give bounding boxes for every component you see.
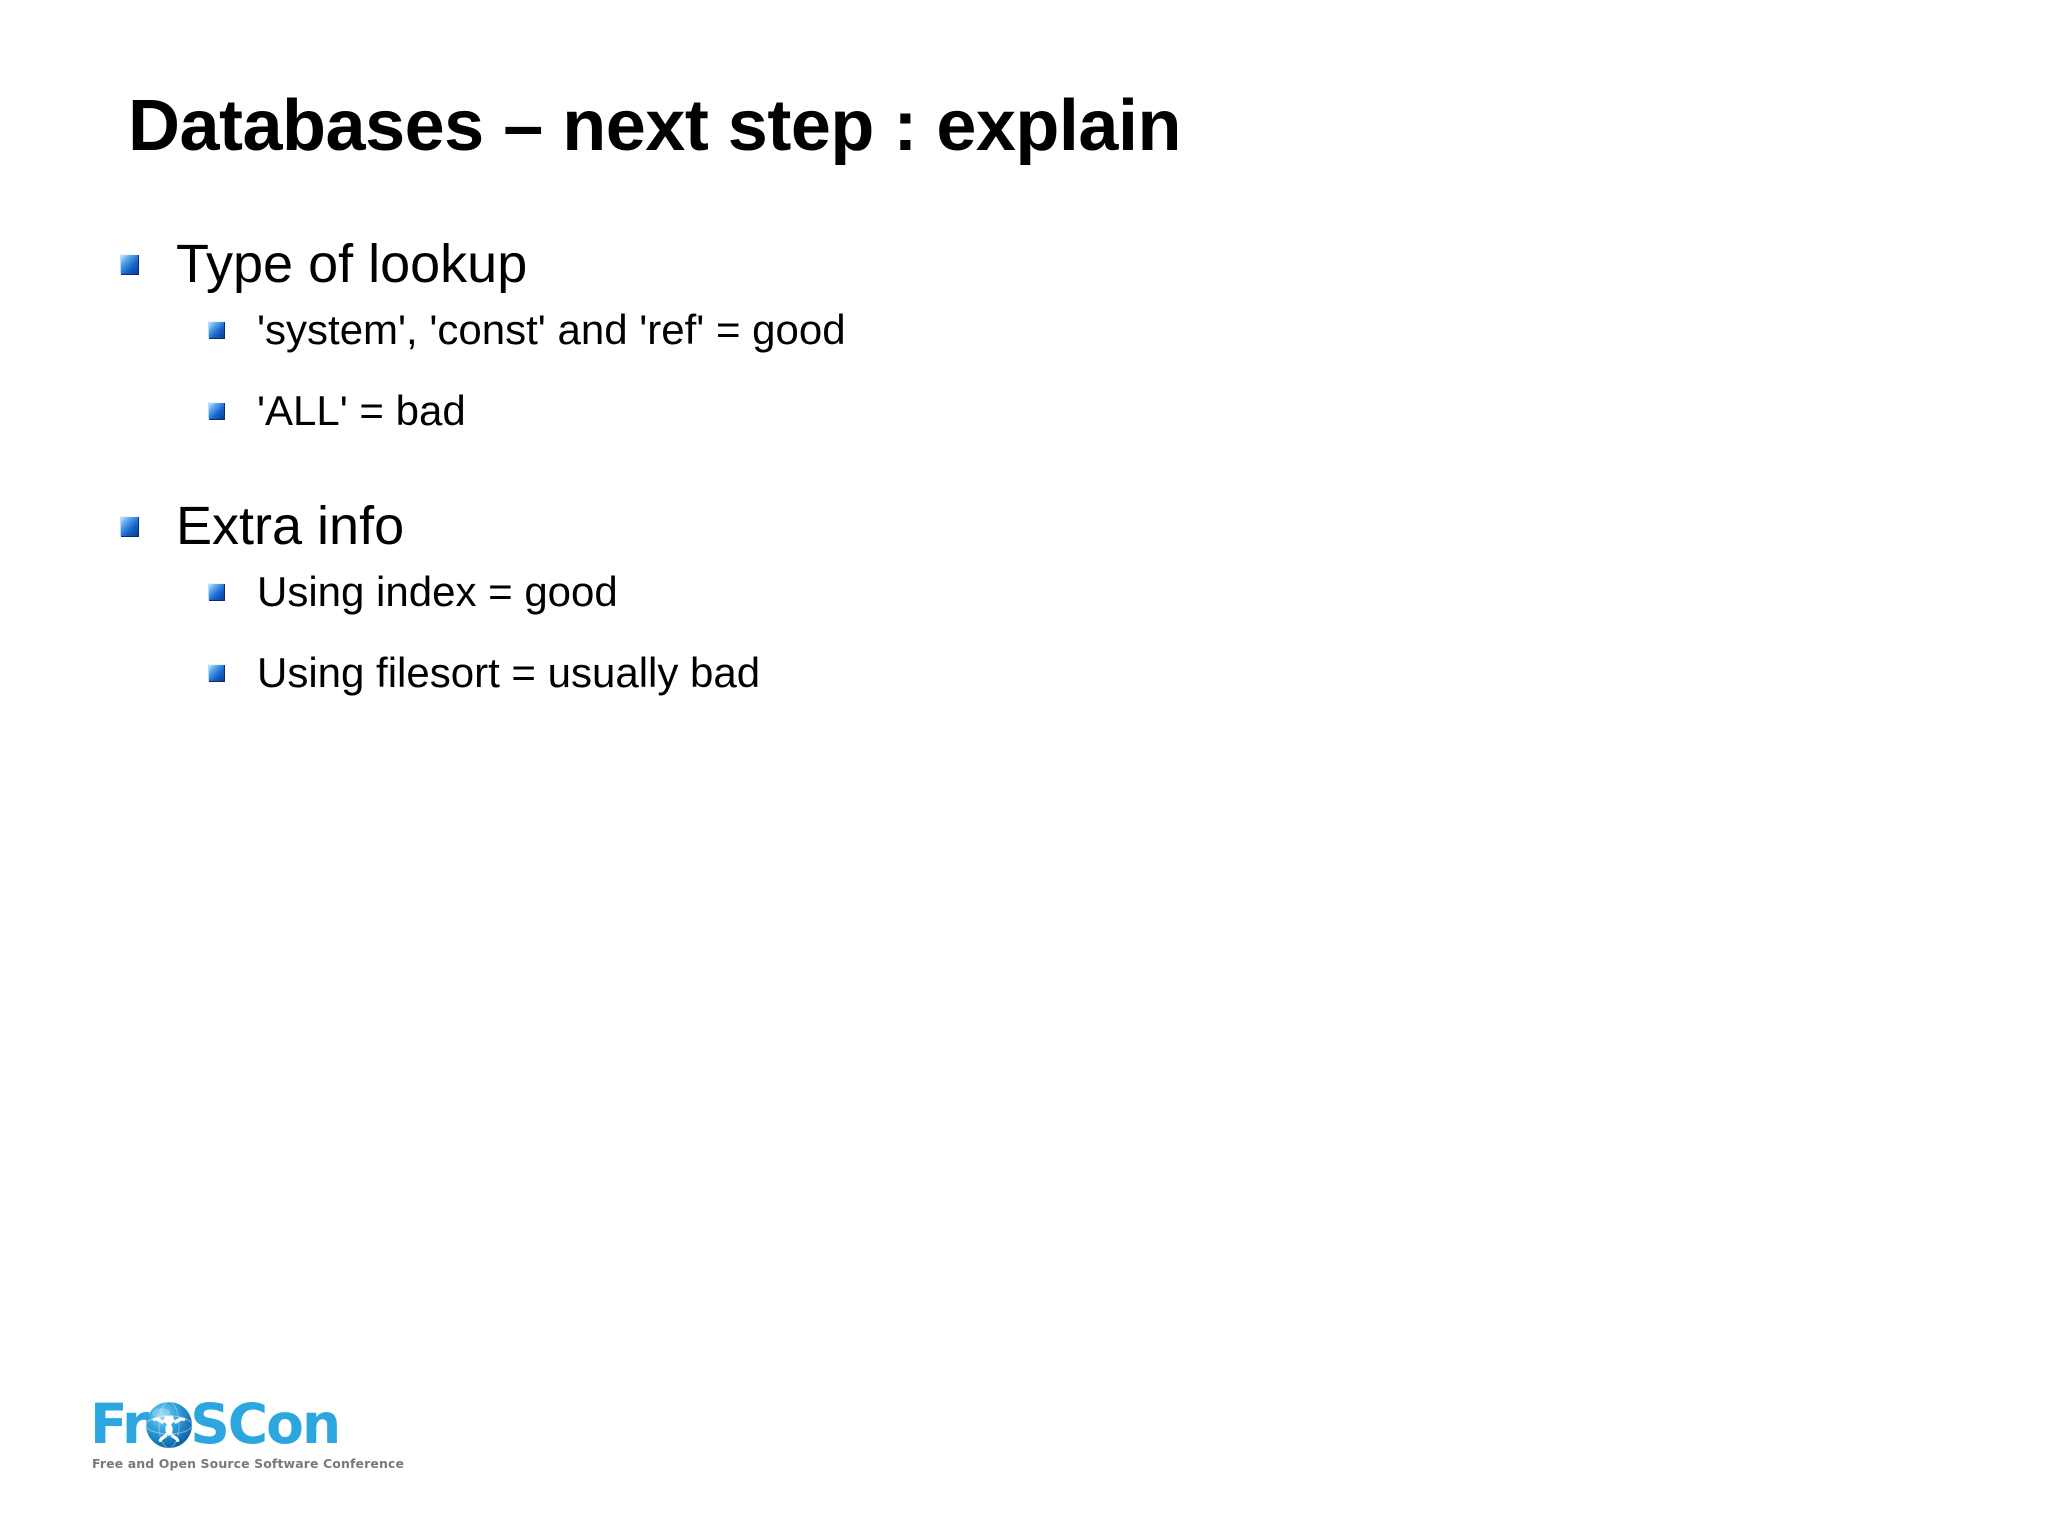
bullet-marker-icon: [208, 402, 224, 420]
list-item-level1: Extra info: [120, 494, 1940, 560]
list-item-level2: Using filesort = usually bad: [208, 647, 1940, 698]
bullet-marker-icon: [208, 320, 224, 338]
bullet-list: Type of lookup 'system', 'const' and 're…: [120, 232, 1940, 729]
logo-wordmark: Fr: [88, 1393, 348, 1455]
globe-frog-icon: [144, 1400, 194, 1450]
group-spacer: [120, 466, 1940, 494]
list-item-label: Using index = good: [257, 568, 618, 616]
page-title: Databases – next step : explain: [128, 86, 1181, 166]
logo-tagline: Free and Open Source Software Conference: [92, 1456, 405, 1471]
bullet-marker-icon: [208, 664, 224, 682]
list-item-label: Type of lookup: [176, 234, 528, 294]
logo-text-fr: Fr: [90, 1391, 149, 1456]
logo-text-scon: SCon: [190, 1391, 341, 1456]
bullet-marker-icon: [120, 516, 138, 537]
list-item-label: Using filesort = usually bad: [257, 649, 761, 697]
list-item-level2: Using index = good: [208, 566, 1940, 617]
list-item-level2: 'system', 'const' and 'ref' = good: [208, 304, 1940, 355]
bullet-marker-icon: [208, 583, 224, 601]
bullet-marker-icon: [120, 254, 138, 274]
list-item-level2: 'ALL' = bad: [208, 385, 1940, 436]
list-item-level1: Type of lookup: [120, 232, 1940, 298]
list-item-label: 'ALL' = bad: [257, 387, 466, 435]
list-item-label: Extra info: [176, 496, 405, 557]
froscon-logo: Fr: [88, 1393, 405, 1489]
list-item-label: 'system', 'const' and 'ref' = good: [257, 305, 846, 353]
